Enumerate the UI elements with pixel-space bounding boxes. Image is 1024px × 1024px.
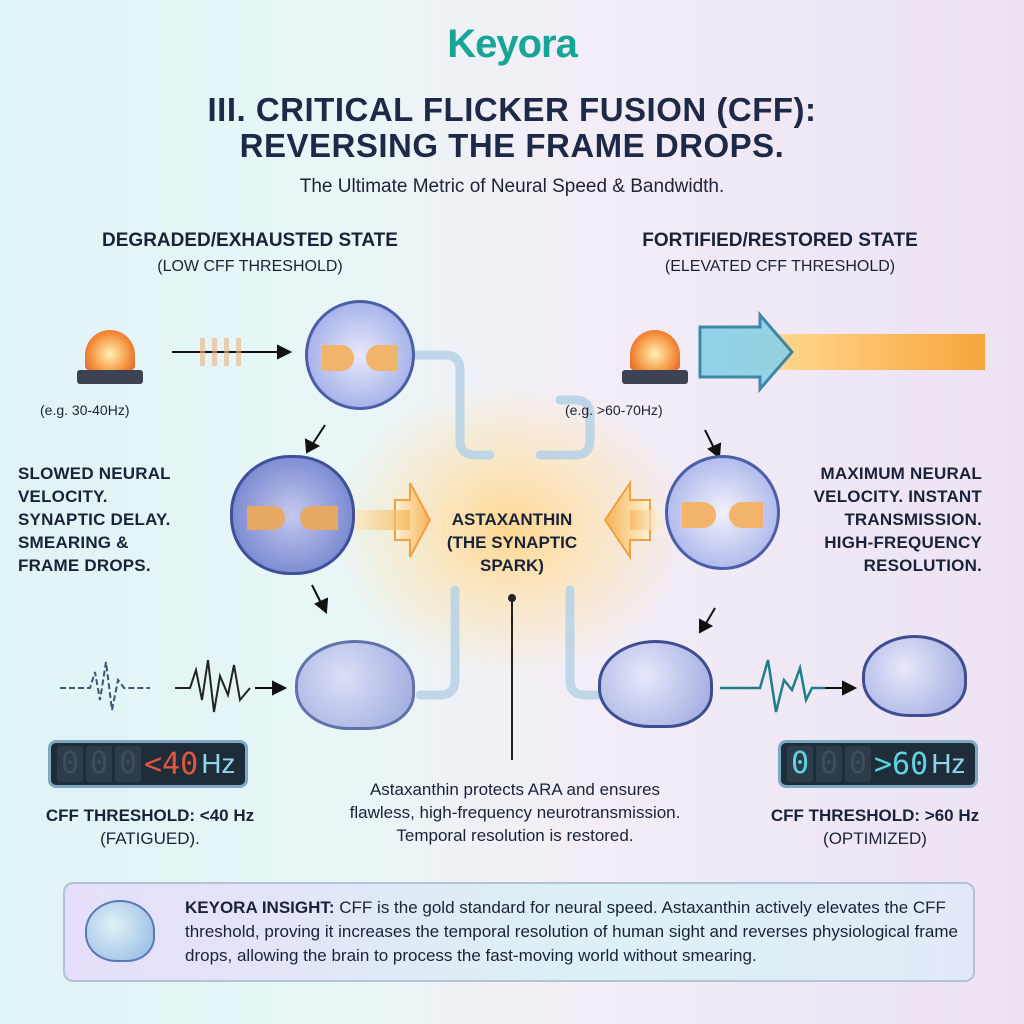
keyora-logo: Keyora: [447, 22, 578, 66]
left-threshold: CFF THRESHOLD: <40 Hz: [45, 806, 255, 825]
page-subtitle: The Ultimate Metric of Neural Speed & Ba…: [299, 176, 725, 197]
left-frequency: (e.g. 30-40Hz): [40, 402, 130, 418]
left-status: (FATIGUED).: [100, 829, 200, 848]
right-threshold: CFF THRESHOLD: >60 Hz: [770, 806, 980, 825]
left-description-line: FRAME DROPS.: [18, 556, 151, 575]
siren-icon: [610, 318, 700, 388]
keyora-insight-box: KEYORA INSIGHT: CFF is the gold standard…: [63, 882, 975, 982]
insight-label: KEYORA INSIGHT:: [185, 898, 335, 917]
blurred-brain-icon: [295, 640, 415, 730]
insight-text: KEYORA INSIGHT: CFF is the gold standard…: [185, 896, 965, 968]
left-threshold-group: CFF THRESHOLD: <40 Hz (FATIGUED).: [40, 806, 260, 849]
center-note-line: flawless, high-frequency neurotransmissi…: [349, 803, 681, 822]
page-title: III. CRITICAL FLICKER FUSION (CFF):REVER…: [0, 92, 1024, 164]
right-description-line: HIGH-FREQUENCY: [824, 533, 982, 552]
display-digit: 0: [115, 746, 141, 782]
display-digit: 0: [787, 746, 813, 782]
right-threshold-group: CFF THRESHOLD: >60 Hz (OPTIMIZED): [760, 806, 990, 849]
left-description-line: SMEARING &: [18, 533, 129, 552]
display-digit: 0: [845, 746, 871, 782]
right-heading-group: FORTIFIED/RESTORED STATE (ELEVATED CFF T…: [590, 230, 970, 276]
degraded-synapse-icon: [230, 455, 355, 575]
center-label-line: (THE SYNAPTIC: [446, 533, 578, 552]
center-label-line: ASTAXANTHIN: [451, 510, 573, 529]
astaxanthin-label: ASTAXANTHIN (THE SYNAPTIC SPARK): [412, 508, 612, 577]
display-digit: 0: [57, 746, 83, 782]
right-frequency: (e.g. >60-70Hz): [565, 402, 663, 418]
left-heading: DEGRADED/EXHAUSTED STATE: [102, 230, 398, 251]
brain-icon: [85, 900, 155, 962]
left-heading-group: DEGRADED/EXHAUSTED STATE (LOW CFF THRESH…: [60, 230, 440, 276]
title-line-2: REVERSING THE FRAME DROPS.: [239, 127, 785, 164]
display-unit: Hz: [931, 748, 966, 779]
center-note-line: Astaxanthin protects ARA and ensures: [369, 780, 661, 799]
brain-icon: [862, 635, 967, 717]
display-unit: Hz: [201, 748, 236, 779]
right-description-line: MAXIMUM NEURAL: [820, 464, 982, 483]
brain-icon: [598, 640, 713, 728]
left-description: SLOWED NEURAL VELOCITY. SYNAPTIC DELAY. …: [18, 462, 171, 577]
center-label-line: SPARK): [480, 556, 544, 575]
right-description: MAXIMUM NEURAL VELOCITY. INSTANT TRANSMI…: [814, 462, 982, 577]
right-description-line: TRANSMISSION.: [844, 510, 982, 529]
fortified-synapse-icon: [665, 455, 780, 570]
title-line-1: III. CRITICAL FLICKER FUSION (CFF):: [207, 91, 817, 128]
right-description-line: VELOCITY. INSTANT: [813, 487, 982, 506]
center-note-line: Temporal resolution is restored.: [396, 826, 634, 845]
right-heading: FORTIFIED/RESTORED STATE: [642, 230, 918, 251]
synapse-normal-icon: [305, 300, 415, 410]
left-subheading: (LOW CFF THRESHOLD): [157, 258, 343, 275]
right-cff-display: 0 0 0 >60 Hz: [778, 740, 978, 788]
display-value: >60: [874, 746, 929, 782]
right-description-line: RESOLUTION.: [863, 556, 982, 575]
left-description-line: SLOWED NEURAL: [18, 464, 171, 483]
insight-body: CFF is the gold standard for neural spee…: [185, 898, 958, 965]
right-subheading: (ELEVATED CFF THRESHOLD): [664, 258, 896, 275]
left-description-line: SYNAPTIC DELAY.: [18, 510, 171, 529]
left-description-line: VELOCITY.: [18, 487, 108, 506]
display-digit: 0: [816, 746, 842, 782]
left-cff-display: 0 0 0 <40 Hz: [48, 740, 248, 788]
right-status: (OPTIMIZED): [823, 829, 927, 848]
center-note: Astaxanthin protects ARA and ensures fla…: [330, 778, 700, 847]
display-value: <40: [144, 746, 199, 782]
display-digit: 0: [86, 746, 112, 782]
siren-icon: [65, 318, 155, 388]
